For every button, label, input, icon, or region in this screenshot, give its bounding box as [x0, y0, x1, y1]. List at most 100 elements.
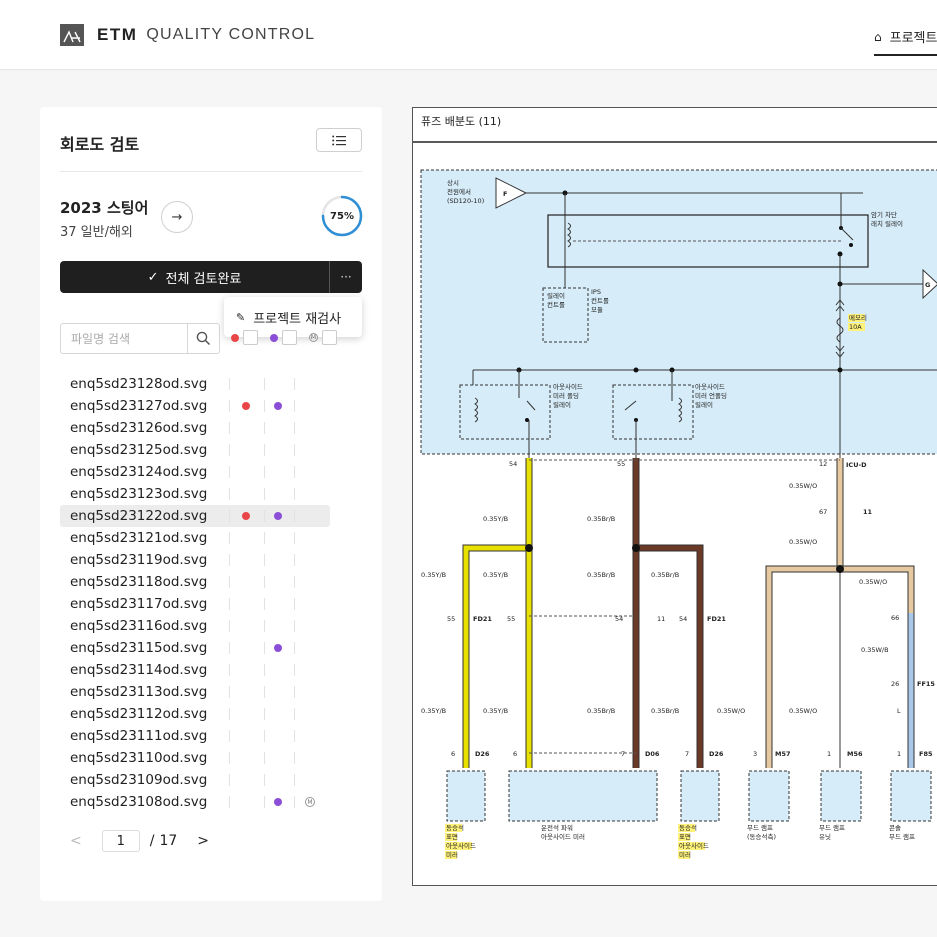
file-list-item[interactable]: enq5sd23110od.svg: [60, 747, 330, 769]
brand-logo[interactable]: ETM QUALITY CONTROL: [60, 24, 315, 46]
column-divider: [294, 554, 295, 566]
column-divider: [229, 752, 230, 764]
file-name: enq5sd23119od.svg: [70, 552, 208, 568]
folder-icon: ⌂: [874, 29, 882, 44]
circuit-diagram-viewer[interactable]: 퓨즈 배분도 (11): [412, 107, 937, 886]
purple-status-dot: [274, 402, 282, 410]
purple-status-dot: [274, 798, 282, 806]
file-list-item[interactable]: enq5sd23113od.svg: [60, 681, 330, 703]
diagram-label: 0.35W/O: [859, 578, 887, 586]
file-list-item[interactable]: enq5sd23124od.svg: [60, 461, 330, 483]
file-list-item[interactable]: enq5sd23115od.svg: [60, 637, 330, 659]
search-input[interactable]: [61, 324, 187, 353]
file-list-item[interactable]: enq5sd23123od.svg: [60, 483, 330, 505]
file-list-item[interactable]: enq5sd23112od.svg: [60, 703, 330, 725]
column-divider: [294, 752, 295, 764]
file-name: enq5sd23114od.svg: [70, 662, 208, 678]
m-filter-checkbox[interactable]: [322, 330, 337, 345]
search-button[interactable]: [187, 324, 219, 353]
complete-all-button-group: ✓ 전체 검토완료 ···: [60, 261, 362, 293]
file-name: enq5sd23115od.svg: [70, 640, 208, 656]
diagram-label: 67: [819, 508, 827, 516]
diagram-label: D26: [475, 750, 490, 758]
nav-tab-label: 프로젝트: [889, 31, 937, 46]
diagram-label: 표면: [679, 832, 691, 841]
file-list-item[interactable]: enq5sd23118od.svg: [60, 571, 330, 593]
purple-filter-checkbox[interactable]: [282, 330, 297, 345]
file-list-item[interactable]: enq5sd23125od.svg: [60, 439, 330, 461]
column-divider: [294, 664, 295, 676]
m-filter-icon: M: [309, 333, 318, 342]
search-icon: [196, 331, 211, 346]
diagram-label: L: [897, 707, 901, 715]
file-list-item[interactable]: enq5sd23128od.svg: [60, 373, 330, 395]
diagram-title: 퓨즈 배분도 (11): [421, 115, 502, 128]
column-divider: [294, 466, 295, 478]
diagram-label: 0.35Y/B: [483, 571, 508, 579]
diagram-label: 10A: [849, 323, 862, 331]
diagram-label: 0.35W/B: [861, 646, 889, 654]
file-list-item[interactable]: enq5sd23117od.svg: [60, 593, 330, 615]
file-list-item[interactable]: enq5sd23122od.svg: [60, 505, 330, 527]
diagram-label: 아웃사이드: [679, 841, 709, 850]
column-divider: [264, 532, 265, 544]
column-divider: [294, 620, 295, 632]
column-divider: [264, 444, 265, 456]
diagram-label: 55: [507, 615, 515, 623]
column-divider: [229, 664, 230, 676]
column-divider: [264, 620, 265, 632]
file-list-item[interactable]: enq5sd23121od.svg: [60, 527, 330, 549]
column-divider: [229, 444, 230, 456]
file-name: enq5sd23113od.svg: [70, 684, 208, 700]
red-filter-checkbox[interactable]: [243, 330, 258, 345]
prev-page-button[interactable]: <: [70, 833, 82, 849]
open-project-button[interactable]: →: [161, 201, 193, 233]
file-list-item[interactable]: enq5sd23127od.svg: [60, 395, 330, 417]
list-view-button[interactable]: [316, 128, 362, 152]
column-divider: [294, 708, 295, 720]
diagram-label: D06: [645, 750, 660, 758]
diagram-label: 전원에서: [447, 187, 471, 196]
file-list-item[interactable]: enq5sd23111od.svg: [60, 725, 330, 747]
diagram-label: 7: [621, 750, 625, 758]
highlight-marker: [445, 833, 457, 841]
diagram-label: 릴레이: [553, 400, 571, 409]
file-list-item[interactable]: enq5sd23109od.svg: [60, 769, 330, 791]
file-name: enq5sd23117od.svg: [70, 596, 208, 612]
file-list-item[interactable]: enq5sd23114od.svg: [60, 659, 330, 681]
column-divider: [229, 796, 230, 808]
diagram-label: 표면: [446, 832, 458, 841]
file-name: enq5sd23123od.svg: [70, 486, 208, 502]
diagram-label: 54: [679, 615, 687, 623]
diagram-label: 유닛: [819, 832, 831, 841]
next-page-button[interactable]: >: [197, 833, 210, 849]
file-list-item[interactable]: enq5sd23119od.svg: [60, 549, 330, 571]
diagram-label: 66: [891, 614, 899, 622]
diagram-label: 0.35W/O: [789, 538, 817, 546]
page-input[interactable]: 1: [101, 830, 140, 852]
file-list-item[interactable]: enq5sd23126od.svg: [60, 417, 330, 439]
column-divider: [229, 422, 230, 434]
file-list-item[interactable]: enq5sd23116od.svg: [60, 615, 330, 637]
brand-name-light: QUALITY CONTROL: [146, 26, 316, 43]
diagram-label: 55: [617, 460, 625, 468]
diagram-label: 7: [685, 750, 689, 758]
column-divider: [264, 774, 265, 786]
nav-tab-project[interactable]: ⌂ 프로젝트: [874, 27, 937, 56]
file-name: enq5sd23111od.svg: [70, 728, 208, 744]
pagination: < 1 / 17 >: [70, 830, 209, 852]
column-divider: [294, 774, 295, 786]
diagram-label: 컨트롤: [547, 300, 565, 309]
diagram-label: 아웃사이드: [553, 382, 583, 391]
column-divider: [294, 400, 295, 412]
column-divider: [294, 796, 295, 808]
complete-all-button[interactable]: ✓ 전체 검토완료: [60, 261, 329, 293]
purple-status-dot: [274, 512, 282, 520]
diagram-label: 0.35W/O: [789, 482, 817, 490]
more-options-button[interactable]: ···: [329, 261, 362, 293]
highlight-marker: [678, 851, 690, 859]
complete-all-label: 전체 검토완료: [165, 271, 242, 287]
diagram-label: 컨트롤: [591, 296, 609, 305]
